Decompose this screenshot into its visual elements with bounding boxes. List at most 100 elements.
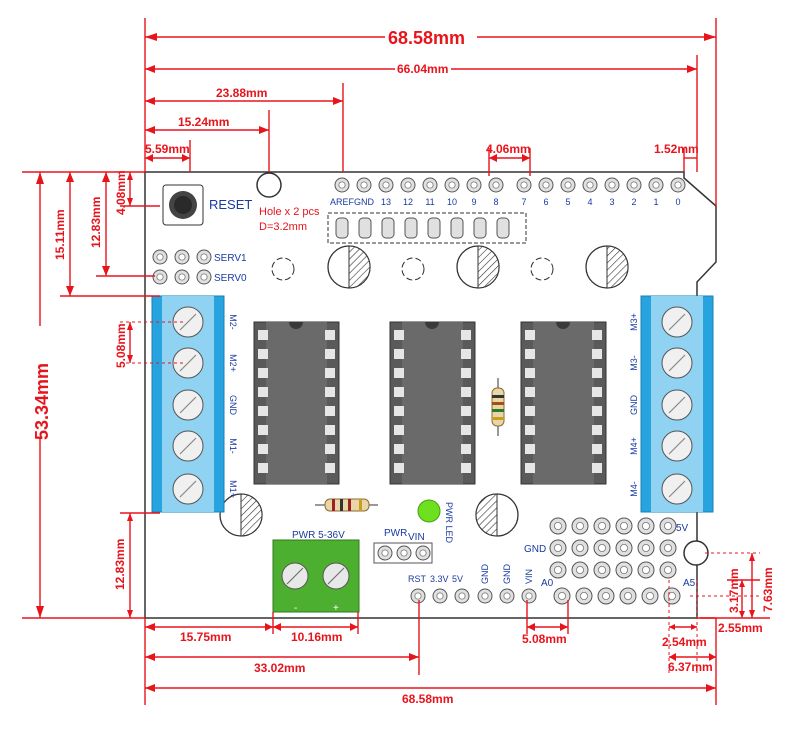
header-pin — [466, 177, 482, 193]
icsp-gnd-label: GND — [524, 544, 546, 555]
power-pin-label: VIN — [524, 569, 534, 584]
header-pin — [334, 177, 350, 193]
driver-chip — [389, 321, 476, 485]
resistor-array-element — [404, 217, 418, 239]
header-pin — [597, 587, 615, 605]
header-pin — [659, 539, 677, 557]
mount-hole-top — [256, 172, 282, 198]
terminal-screw — [172, 347, 204, 379]
header-pin — [637, 517, 655, 535]
header-pin — [560, 177, 576, 193]
reset-label: RESET — [209, 197, 252, 212]
header-pin — [377, 545, 393, 561]
resistor-array-element — [381, 217, 395, 239]
header-pin — [499, 588, 515, 604]
header-pin — [615, 561, 633, 579]
dim-66-04: 66.04mm — [397, 62, 448, 76]
dim-overall-width-bottom: 68.58mm — [402, 692, 453, 706]
dim-6-37: 6.37mm — [668, 660, 713, 674]
terminal-screw — [172, 389, 204, 421]
terminal-label: GND — [228, 395, 238, 416]
header-pin — [152, 249, 168, 265]
resistor-array-element — [335, 217, 349, 239]
terminal-label: GND — [629, 395, 639, 416]
digital-pin-label: 9 — [471, 197, 476, 207]
resistor-array — [327, 212, 527, 244]
header-pin — [593, 539, 611, 557]
dim-15-11: 15.11mm — [53, 209, 67, 260]
terminal-screw — [661, 473, 693, 505]
a5-label: A5 — [683, 578, 696, 589]
digital-pin-label: 13 — [381, 197, 391, 207]
digital-pin-label: 7 — [521, 197, 526, 207]
header-pin — [549, 539, 567, 557]
power-pin-label: RST — [408, 574, 427, 584]
driver-chips — [253, 321, 607, 485]
header-pin — [619, 587, 637, 605]
capacitor-row — [219, 245, 629, 537]
power-minus-label: - — [294, 603, 297, 614]
header-pin — [454, 588, 470, 604]
dim-overall-height: 53.34mm — [32, 363, 52, 440]
power-led — [417, 499, 441, 523]
header-pin — [410, 588, 426, 604]
io-header-block — [549, 517, 681, 605]
power-pin-label: GND — [502, 564, 512, 585]
header-pin — [378, 177, 394, 193]
header-pin — [571, 539, 589, 557]
header-pin — [488, 177, 504, 193]
dim-12-83-bottom: 12.83mm — [113, 539, 127, 590]
header-pin — [571, 561, 589, 579]
terminal-screw — [661, 389, 693, 421]
header-pin — [593, 561, 611, 579]
dim-10-16: 10.16mm — [291, 630, 342, 644]
header-pin — [659, 517, 677, 535]
dim-2-55: 2.55mm — [718, 621, 763, 635]
header-pin — [626, 177, 642, 193]
serv0-label: SERV0 — [214, 273, 247, 284]
dim-overall-width-top: 68.58mm — [388, 28, 465, 48]
resistor-array-element — [473, 217, 487, 239]
terminal-label: M4- — [629, 481, 639, 497]
icsp-5v-label: 5V — [676, 523, 689, 534]
mount-hole-bottom — [683, 540, 709, 566]
header-pin — [549, 561, 567, 579]
terminal-label: M3- — [629, 355, 639, 371]
header-pin — [571, 517, 589, 535]
dim-23-88: 23.88mm — [216, 86, 267, 100]
digital-pin-label: 2 — [631, 197, 636, 207]
resistor-array-element — [496, 217, 510, 239]
header-pin — [152, 269, 168, 285]
header-pin — [174, 249, 190, 265]
header-pin — [648, 177, 664, 193]
header-pin — [521, 588, 537, 604]
driver-chip — [520, 321, 607, 485]
header-pin — [615, 517, 633, 535]
dim-5-08-vertical: 5.08mm — [114, 323, 128, 368]
dim-1-52: 1.52mm — [654, 142, 699, 156]
header-pin — [196, 269, 212, 285]
digital-pin-label: 1 — [653, 197, 658, 207]
terminal-label: M2+ — [228, 354, 238, 372]
dim-7-63: 7.63mm — [761, 567, 775, 612]
power-pin-label: 3.3V — [430, 574, 449, 584]
header-pin — [637, 561, 655, 579]
dim-12-83-top: 12.83mm — [89, 197, 103, 248]
terminal-label: M1- — [228, 438, 238, 454]
terminal-screw — [661, 306, 693, 338]
header-pin — [615, 539, 633, 557]
dim-2-54: 2.54mm — [662, 635, 707, 649]
resistor-array-element — [450, 217, 464, 239]
digital-pin-label: GND — [354, 197, 375, 207]
servo-header — [152, 249, 212, 285]
header-pin — [659, 561, 677, 579]
terminal-label: M1+ — [228, 480, 238, 498]
digital-pin-label: 8 — [493, 197, 498, 207]
terminal-screw — [172, 306, 204, 338]
header-pin — [174, 269, 190, 285]
header-pin — [553, 587, 571, 605]
header-pin — [637, 539, 655, 557]
dim-15-24: 15.24mm — [178, 115, 229, 129]
